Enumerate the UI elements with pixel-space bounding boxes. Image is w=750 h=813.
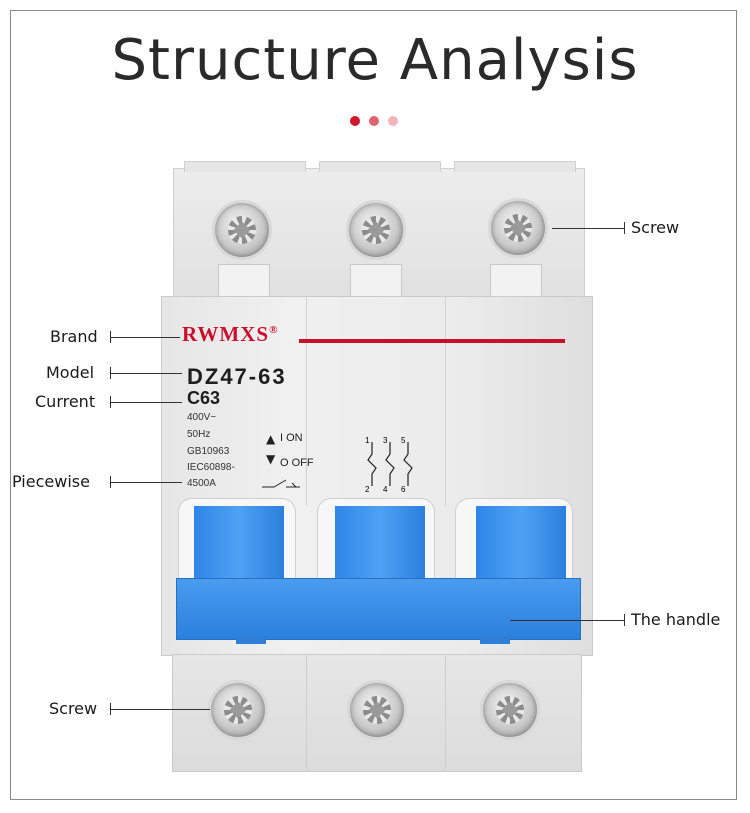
callout-screw-top: Screw (631, 218, 680, 237)
terminal-screw-bottom-2 (347, 680, 407, 740)
spec-standard-iec: IEC60898- (187, 462, 235, 473)
callout-piecewise: Piecewise (12, 472, 90, 491)
handle-notch (480, 636, 510, 644)
on-label: I ON (280, 432, 303, 444)
leader-line-model (110, 373, 182, 374)
top-ridge (319, 161, 441, 172)
leader-tick (624, 222, 625, 234)
pole-divider (306, 296, 307, 506)
spec-voltage: 400V~ (187, 412, 217, 423)
top-ridge (184, 161, 306, 172)
switch-symbol-icon (262, 479, 300, 488)
terminal-screw-bottom-3 (480, 680, 540, 740)
leader-line-handle (510, 620, 624, 621)
pole-divider (445, 656, 446, 770)
callout-handle: The handle (631, 610, 721, 629)
spec-standard-gb: GB10963 (187, 446, 230, 457)
dot-1 (350, 116, 360, 126)
terminal-screw-top-3 (488, 198, 548, 258)
arrow-up-icon: ▲ (266, 432, 276, 446)
off-label: O OFF (280, 457, 314, 469)
toggle-lever-1[interactable] (194, 506, 284, 590)
spec-breaking-capacity: 4500A (187, 478, 216, 489)
terminal-tab (350, 264, 402, 300)
terminal-tab (490, 264, 542, 300)
callout-brand: Brand (50, 327, 98, 346)
terminal-screw-top-1 (212, 200, 272, 260)
handle-bar[interactable] (176, 578, 581, 640)
leader-line-screw-top (552, 228, 624, 229)
terminal-number-3: 3 (383, 436, 388, 445)
leader-line-current (110, 402, 182, 403)
spec-frequency: 50Hz (187, 429, 211, 440)
terminal-number-1: 1 (365, 436, 370, 445)
toggle-lever-2[interactable] (335, 506, 425, 590)
image-frame (10, 10, 737, 800)
brand-stripe (299, 339, 565, 343)
page-title: Structure Analysis (111, 28, 639, 93)
handle-notch (236, 636, 266, 644)
terminal-screw-bottom-1 (208, 680, 268, 740)
decorative-dots (350, 116, 398, 126)
toggle-lever-3[interactable] (476, 506, 566, 590)
leader-line-screw-bottom (110, 709, 210, 710)
terminal-number-5: 5 (401, 436, 406, 445)
current-rating: C63 (187, 388, 221, 408)
brand-logo: RWMXS® (182, 322, 279, 346)
dot-2 (369, 116, 379, 126)
leader-line-brand (110, 337, 180, 338)
top-ridge (454, 161, 576, 172)
pole-divider (445, 296, 446, 506)
arrow-down-icon: ▼ (266, 452, 276, 466)
callout-screw-bottom: Screw (49, 699, 98, 718)
leader-tick (624, 614, 625, 626)
circuit-symbol-icon: 1 3 5 2 4 6 (365, 436, 413, 494)
callout-model: Model (46, 363, 95, 382)
leader-line-piecewise (110, 482, 182, 483)
terminal-number-4: 4 (383, 485, 388, 494)
terminal-screw-top-2 (346, 200, 406, 260)
terminal-number-6: 6 (401, 485, 406, 494)
pole-divider (306, 656, 307, 770)
terminal-tab (218, 264, 270, 300)
terminal-number-2: 2 (365, 485, 370, 494)
dot-3 (388, 116, 398, 126)
model-number: DZ47-63 (187, 364, 287, 389)
callout-current: Current (35, 392, 96, 411)
